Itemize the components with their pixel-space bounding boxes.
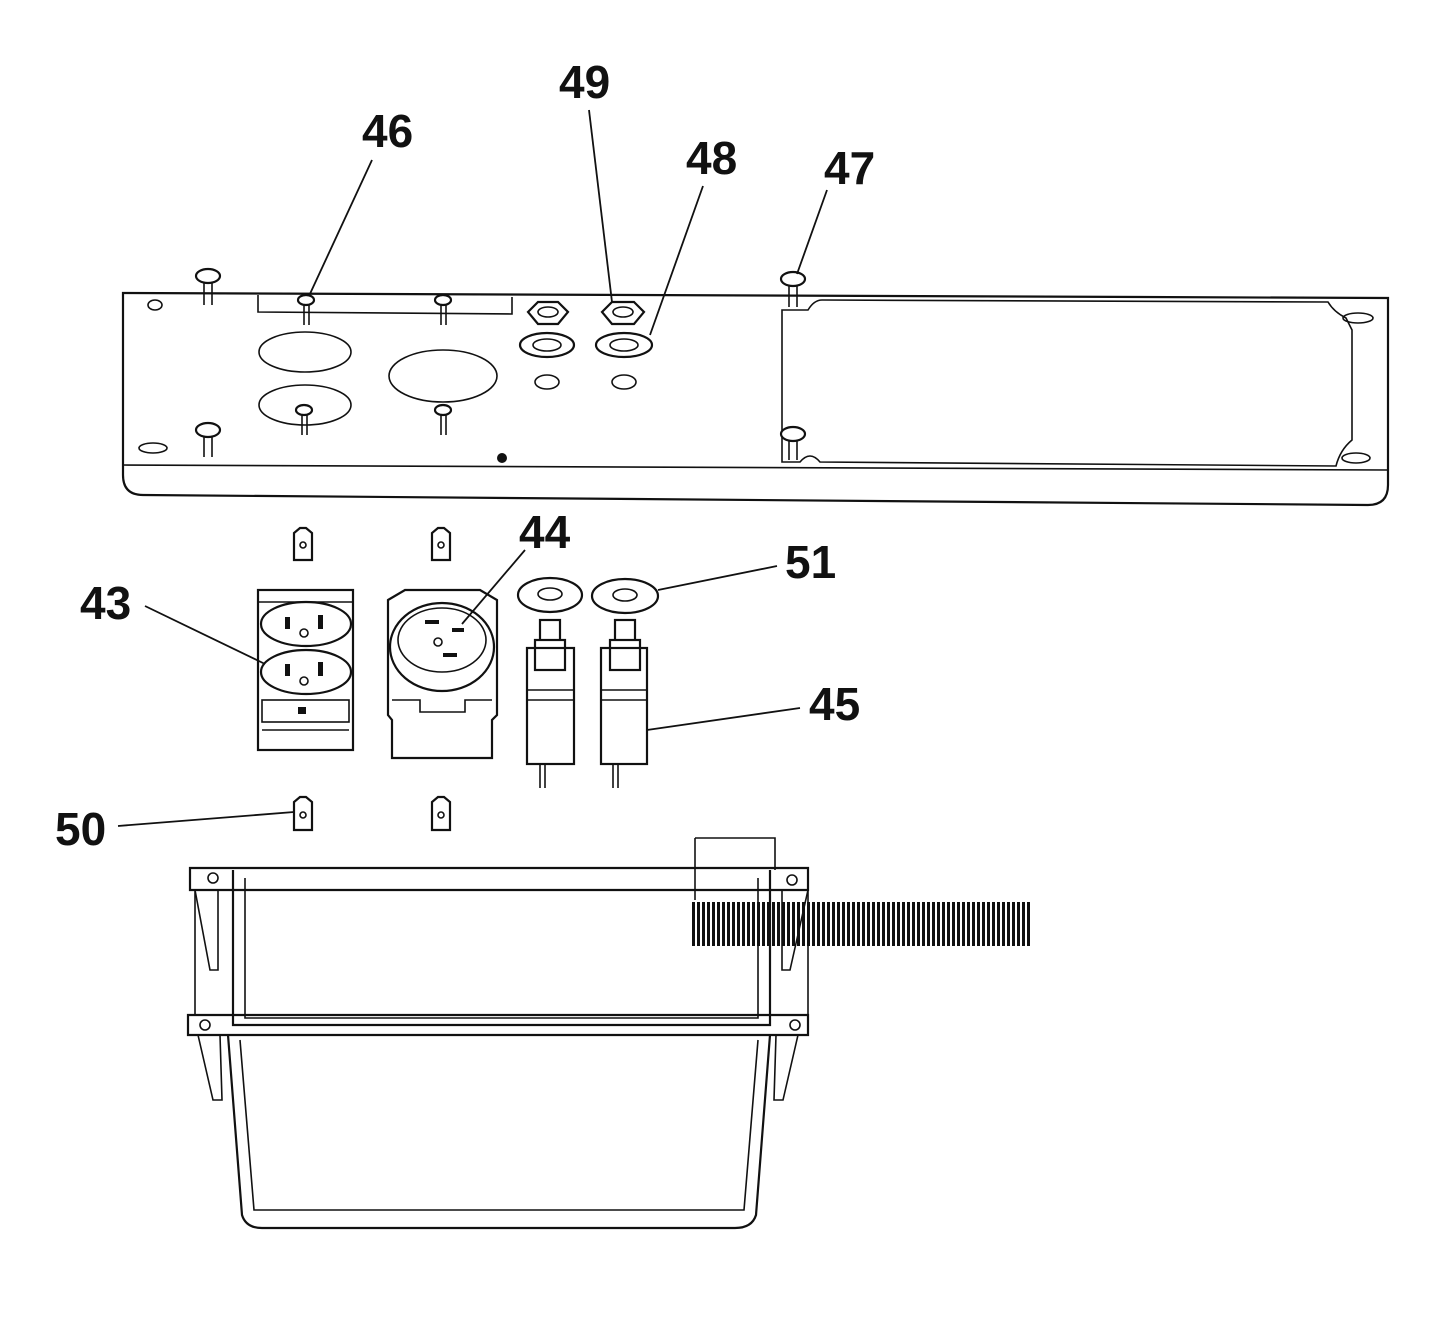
duplex-receptacle — [256, 588, 355, 752]
callout-46: 46 — [362, 105, 413, 157]
screw-bottom-right — [779, 425, 807, 460]
outlet-screw-4 — [433, 403, 453, 435]
panel-screws — [194, 267, 807, 460]
callout-45: 45 — [809, 678, 860, 730]
callout-labels: 43 44 45 46 47 48 49 50 51 — [55, 56, 875, 855]
speed-nuts — [292, 526, 452, 832]
callout-50: 50 — [55, 803, 106, 855]
callout-47: 47 — [824, 142, 875, 194]
washers — [516, 576, 660, 615]
screw-top-left — [194, 267, 222, 305]
outlet-screw-1 — [296, 293, 316, 325]
callout-44: 44 — [519, 506, 571, 558]
outlet-screw-2 — [294, 403, 314, 435]
breaker-left — [525, 618, 576, 788]
callout-48: 48 — [686, 132, 737, 184]
control-box-housing — [186, 837, 810, 1230]
control-panel-plate — [121, 291, 1390, 507]
outlet-screw-3 — [433, 293, 453, 325]
callout-49: 49 — [559, 56, 610, 108]
callout-43: 43 — [80, 577, 131, 629]
screw-top-right — [779, 270, 807, 307]
callout-51: 51 — [785, 536, 836, 588]
twist-lock-receptacle — [386, 588, 499, 760]
flex-conduit — [692, 902, 1030, 946]
breaker-right — [599, 618, 649, 788]
circuit-breakers — [525, 618, 649, 788]
leader-lines — [117, 109, 828, 827]
screw-bottom-left — [194, 421, 222, 457]
